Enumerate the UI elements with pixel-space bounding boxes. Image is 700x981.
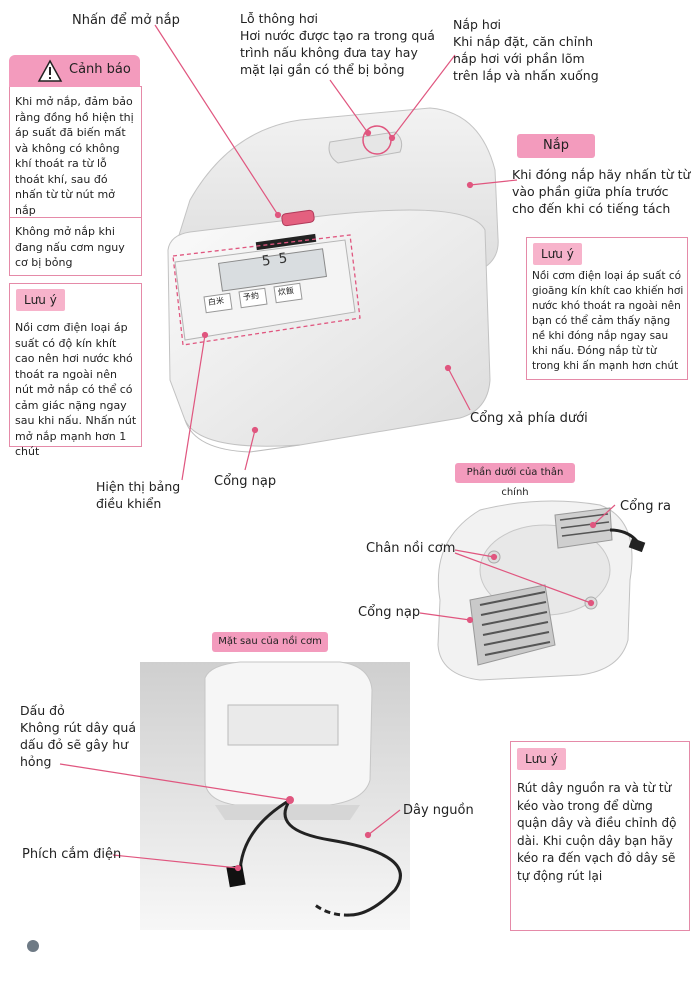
warning-triangle-icon (37, 59, 63, 82)
panel-btn-2: 予約 (242, 290, 260, 303)
warning-box: Khi mở nắp, đảm bảo rằng đồng hồ hiện th… (9, 86, 142, 276)
rice-cooker-front-image (167, 107, 499, 453)
label-steam-cap: Nắp hơi Khi nắp đặt, căn chỉnh nắp hơi v… (453, 16, 613, 84)
label-red-mark: Dấu đỏ Không rút dây quá dấu đỏ sẽ gây h… (20, 702, 140, 770)
page-marker-dot (27, 940, 39, 952)
label-control-panel: Hiện thị bảng điều khiển (96, 479, 181, 511)
warning-divider (10, 217, 141, 218)
red-mark-desc: Không rút dây quá dấu đỏ sẽ gây hư hỏng (20, 720, 137, 769)
bottom-body-tag: Phần dưới của thân chính (455, 463, 575, 498)
steam-vent-title: Lỗ thông hơi (240, 11, 318, 26)
warning-text-2: Không mở nắp khi đang nấu cơm nguy cơ bị… (15, 225, 125, 269)
callout-lines (59, 24, 616, 872)
label-cooker-feet: Chân nồi cơm (366, 541, 456, 556)
warning-title: Cảnh báo (69, 62, 131, 77)
label-intake-port-bottom: Cổng nạp (358, 605, 421, 620)
label-plug: Phích cắm điện (22, 847, 122, 862)
steam-cap-title: Nắp hơi (453, 17, 501, 32)
note-left-text: Nồi cơm điện loại áp suất có độ kín khít… (15, 321, 137, 458)
lid-tag: Nắp (517, 134, 595, 158)
rice-cooker-bottom-image (437, 500, 646, 681)
label-steam-vent: Lỗ thông hơi Hơi nước được tạo ra trong … (240, 10, 440, 78)
note-left-box: Lưu ý Nồi cơm điện loại áp suất có độ kí… (9, 283, 142, 458)
label-power-cord: Dây nguồn (403, 803, 474, 818)
rice-cooker-back-image (140, 661, 410, 930)
lid-desc: Khi đóng nắp hãy nhấn từ từ vào phần giữ… (512, 167, 691, 216)
steam-cap-desc: Khi nắp đặt, căn chỉnh nắp hơi với phần … (453, 34, 599, 83)
panel-btn-3: 炊飯 (277, 285, 295, 298)
label-intake-port: Cổng nạp (214, 474, 277, 489)
warning-text-1: Khi mở nắp, đảm bảo rằng đồng hồ hiện th… (15, 95, 134, 217)
note-bottom-title: Lưu ý (517, 748, 566, 770)
note-right-title: Lưu ý (533, 243, 582, 265)
note-bottom-box: Lưu ý Rút dây nguồn ra và từ từ kéo vào … (510, 741, 690, 931)
label-open-lid: Nhấn để mở nắp (72, 13, 180, 28)
steam-vent-desc: Hơi nước được tạo ra trong quá trình nấu… (240, 28, 435, 77)
note-left-title: Lưu ý (16, 289, 65, 311)
note-right-box: Lưu ý Nồi cơm điện loại áp suất có gioăn… (526, 237, 688, 380)
panel-btn-1: 白米 (207, 295, 225, 308)
note-right-text: Nồi cơm điện loại áp suất có gioăng kín … (532, 270, 684, 372)
warning-header: Cảnh báo (9, 55, 140, 87)
back-tag: Mặt sau của nồi cơm (212, 632, 328, 652)
label-bottom-exhaust: Cổng xả phía dưới (470, 411, 588, 426)
label-outlet-port: Cổng ra (620, 499, 671, 514)
note-bottom-text: Rút dây nguồn ra và từ từ kéo vào trong … (517, 781, 677, 883)
red-mark-title: Dấu đỏ (20, 703, 65, 718)
